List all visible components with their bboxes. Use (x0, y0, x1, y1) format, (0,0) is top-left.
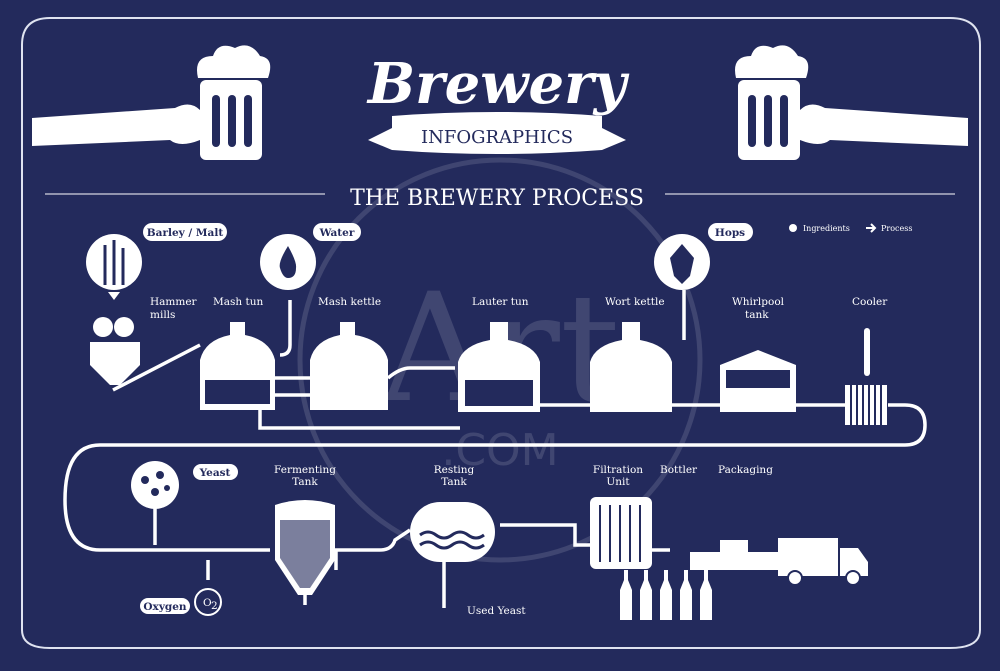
hops-icon (654, 234, 710, 290)
label-hammer: Hammer (150, 296, 198, 308)
process-legend-arrow-icon (866, 223, 877, 233)
lauter-tun-illustration (458, 322, 540, 412)
section-title: THE BREWERY PROCESS (350, 186, 644, 211)
oxygen-icon (194, 588, 222, 616)
oxygen-symbol: O (203, 597, 212, 609)
yeast-pill (193, 464, 238, 480)
watermark-com: .COM (441, 425, 558, 476)
yeast-icon (131, 461, 179, 509)
frame-border (21, 17, 981, 649)
label-wort-kettle: Wort kettle (605, 296, 665, 308)
banner-text: INFOGRAPHICS (421, 127, 573, 148)
oxygen-pill (140, 598, 190, 614)
label-resting: Resting (434, 464, 475, 476)
label-packaging: Packaging (718, 464, 773, 476)
whirlpool-tank-illustration (720, 350, 796, 412)
label-mash-tun: Mash tun (213, 296, 263, 308)
label-filtration: Filtration (593, 464, 643, 476)
wort-kettle-illustration (590, 322, 672, 412)
barley-icon (86, 234, 142, 300)
resting-tank-illustration (410, 502, 495, 562)
oxygen-label: Oxygen (143, 601, 187, 613)
label-mash-kettle: Mash kettle (318, 296, 381, 308)
mash-kettle-illustration (310, 322, 388, 410)
legend-ingredients: Ingredients (803, 224, 850, 233)
label-tank: tank (745, 309, 769, 321)
label-fermenting-tank: Tank (292, 476, 318, 488)
label-whirlpool: Whirlpool (732, 296, 785, 308)
yeast-label: Yeast (199, 467, 231, 479)
delivery-truck-illustration (778, 538, 868, 586)
label-used-yeast: Used Yeast (467, 605, 526, 617)
label-unit: Unit (606, 476, 630, 488)
legend-process: Process (881, 224, 912, 233)
title: Brewery (366, 51, 630, 117)
bottles-illustration (620, 570, 712, 620)
barley-pill (143, 223, 227, 241)
watermark: Art .COM (297, 157, 703, 563)
oxygen-subscript: 2 (211, 600, 218, 612)
mash-tun-illustration (200, 322, 275, 410)
left-hand-mug-illustration (32, 45, 271, 160)
water-label: Water (319, 227, 355, 239)
process-pipes (63, 290, 927, 608)
hops-pill (708, 223, 753, 241)
water-drop-icon (260, 234, 316, 290)
fermenting-tank-illustration (275, 500, 335, 595)
label-resting-tank: Tank (441, 476, 467, 488)
barley-label: Barley / Malt (147, 227, 224, 239)
water-pill (313, 223, 361, 241)
hops-label: Hops (715, 227, 745, 239)
banner (368, 112, 626, 154)
filtration-unit-illustration (590, 497, 652, 569)
ingredients-legend-icon (789, 224, 797, 232)
hammer-mills-illustration (90, 317, 140, 385)
label-lauter-tun: Lauter tun (472, 296, 529, 308)
cooler-illustration (845, 328, 887, 425)
label-bottler: Bottler (660, 464, 698, 476)
right-hand-mug-illustration (735, 45, 968, 160)
label-cooler: Cooler (852, 296, 888, 308)
step-labels: Hammer mills Mash tun Mash kettle Lauter… (150, 296, 888, 617)
label-fermenting: Fermenting (274, 464, 336, 476)
label-mills: mills (150, 309, 175, 321)
bottler-illustration (690, 540, 780, 570)
